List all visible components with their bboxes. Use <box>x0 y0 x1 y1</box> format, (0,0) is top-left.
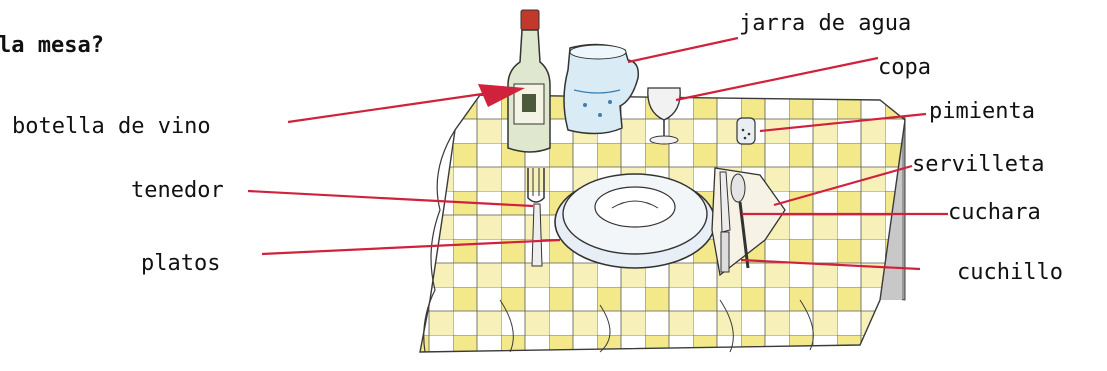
wine-bottle <box>508 10 550 152</box>
leader-line-copa <box>676 58 878 100</box>
label-cuchara: cuchara <box>948 200 1041 225</box>
label-jarra-de-agua: jarra de agua <box>739 11 911 36</box>
label-platos: platos <box>141 251 220 276</box>
plates <box>555 174 715 268</box>
label-pimienta: pimienta <box>929 99 1035 124</box>
pepper-shaker <box>737 118 755 144</box>
label-cuchillo: cuchillo <box>957 260 1063 285</box>
label-copa: copa <box>878 55 931 80</box>
leader-line-jarra <box>628 38 738 62</box>
label-botella-de-vino: botella de vino <box>12 114 211 139</box>
label-tenedor: tenedor <box>131 178 224 203</box>
label-servilleta: servilleta <box>912 152 1044 177</box>
